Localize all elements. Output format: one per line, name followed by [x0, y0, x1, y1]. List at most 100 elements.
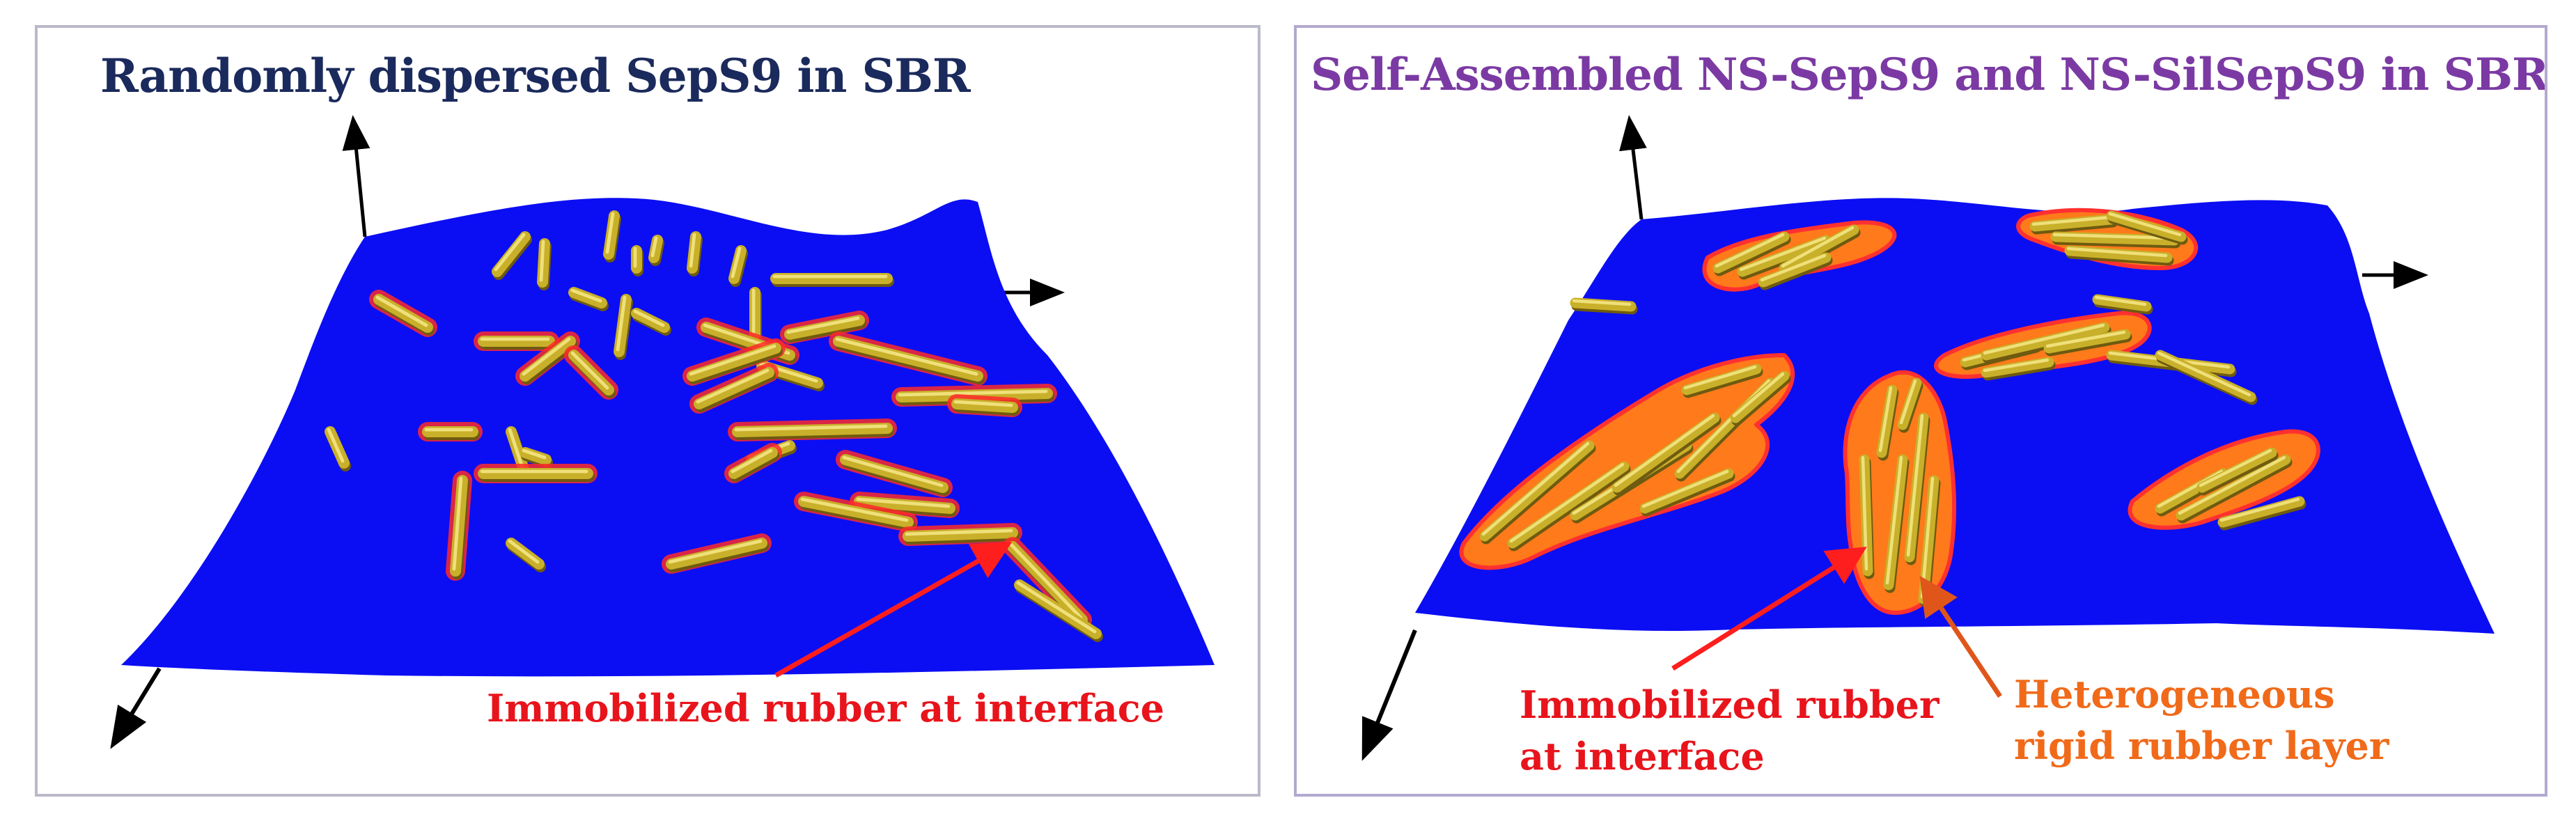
sepiolite-rod	[1897, 377, 1922, 430]
sepiolite-rod	[2217, 496, 2305, 528]
sepiolite-rod	[2064, 245, 2173, 263]
left-scene	[110, 115, 1215, 749]
immobilized-arrow	[1671, 547, 1867, 671]
rod-highlight	[1009, 542, 1083, 620]
sepiolite-rod	[2106, 210, 2187, 242]
rod-highlight	[668, 539, 763, 564]
sepiolite-rod	[728, 447, 778, 479]
rigid-label-line2: rigid rubber layer	[2014, 724, 2389, 768]
sepiolite-rod	[798, 496, 914, 528]
sepiolite-rod	[1876, 384, 1898, 458]
rod-highlight	[1983, 358, 2050, 373]
sepiolite-rod	[687, 343, 781, 382]
rod-highlight	[452, 476, 463, 571]
sepiolite-rod	[1570, 297, 1637, 312]
rod-highlight	[786, 316, 860, 334]
rigid-layer-arrow	[1919, 575, 2002, 698]
rod-highlight	[1885, 455, 1903, 585]
rod-highlight	[1878, 386, 1893, 453]
rod-highlight	[953, 400, 1013, 407]
rod-highlight	[734, 424, 888, 432]
rod-highlight	[2178, 455, 2286, 515]
rod-highlight	[898, 389, 1048, 397]
axis-z	[342, 115, 370, 237]
axis-y	[1361, 629, 1417, 761]
sepiolite-rod	[728, 245, 747, 284]
right-panel: Self-Assembled NS-SepS9 and NS-SilSepS9 …	[1294, 25, 2547, 797]
rod-highlight	[2157, 351, 2251, 397]
rigid-domain-large-left	[1459, 353, 1795, 570]
rubber-surface	[1415, 198, 2495, 634]
sepiolite-rod	[648, 235, 663, 263]
sepiolite-rod	[784, 315, 865, 340]
sepiolite-rod	[854, 496, 955, 514]
rod-highlight	[539, 240, 545, 282]
rod-highlight	[1739, 236, 1827, 272]
annotation-arrow	[774, 542, 1013, 678]
rod-highlight	[842, 455, 944, 487]
rod-highlight	[1732, 372, 1785, 418]
rod-highlight	[1715, 233, 1785, 268]
rod-highlight	[1614, 414, 1715, 487]
sepiolite-rod	[1479, 440, 1595, 542]
rod-highlight	[2045, 330, 2126, 348]
sepiolite-rod	[833, 336, 983, 382]
rod-highlight	[731, 247, 742, 279]
rigid-rubber-layer-label: Heterogeneous rigid rubber layer	[2014, 668, 2389, 772]
sepiolite-rod	[2176, 454, 2291, 521]
rod-highlight	[508, 539, 540, 564]
rod-highlight	[1781, 226, 1855, 268]
immobilized-rubber-label: Immobilized rubber at interface	[1520, 679, 1939, 782]
sepiolite-rod	[1904, 412, 1929, 563]
sepiolite-rod	[2043, 329, 2131, 354]
left-panel: Randomly dispersed SepS9 in SBR Immobili…	[35, 25, 1260, 797]
random-rods	[325, 210, 1103, 642]
sepiolite-rod	[666, 538, 767, 570]
axis-y	[110, 667, 162, 749]
sepiolite-rod	[896, 388, 1053, 402]
rod-highlight	[2219, 497, 2300, 522]
rod-highlight	[2199, 448, 2272, 487]
sepiolite-rod	[2029, 214, 2117, 232]
axis-z	[1619, 115, 1647, 220]
rod-highlight	[835, 337, 978, 376]
sepiolite-rod	[903, 527, 1018, 542]
sepiolite-rod	[1507, 461, 1630, 549]
rod-highlight	[1683, 365, 1757, 390]
sepiolite-rod	[1730, 370, 1790, 423]
rod-highlight	[375, 295, 428, 327]
sepiolite-rod	[1737, 235, 1832, 277]
rigid-label-line1: Heterogeneous	[2014, 672, 2335, 717]
sepiolite-rod	[1883, 454, 1908, 591]
left-panel-title: Randomly dispersed SepS9 in SBR	[100, 49, 971, 103]
rod-highlight	[327, 428, 345, 463]
right-panel-title: Self-Assembled NS-SepS9 and NS-SilSepS9 …	[1311, 49, 2547, 101]
immobilized-label-line2: at interface	[1520, 734, 1765, 779]
rod-highlight	[1572, 299, 1632, 306]
immobilized-label-line1: Immobilized rubber	[1520, 682, 1939, 727]
rod-highlight	[522, 448, 547, 460]
rod-highlight	[689, 233, 696, 268]
rod-highlight	[522, 337, 571, 376]
rod-highlight	[696, 368, 770, 404]
rod-highlight	[633, 309, 665, 327]
sepiolite-rod	[694, 367, 774, 409]
rod-highlight	[605, 212, 615, 254]
rod-highlight	[731, 448, 773, 474]
sepiolite-rod	[603, 210, 620, 260]
rod-highlight	[1760, 253, 1827, 282]
rod-highlight	[616, 295, 627, 352]
rod-highlight	[2052, 233, 2175, 240]
rod-highlight	[1016, 581, 1097, 634]
aligned-rods	[1479, 210, 2306, 607]
sepiolite-rod	[1639, 468, 1734, 514]
sepiolite-rod	[2050, 231, 2180, 246]
sepiolite-rod	[1981, 357, 2054, 378]
rod-highlight	[1481, 441, 1590, 536]
rod-highlight	[1906, 414, 1924, 557]
sepiolite-rod	[1758, 252, 1832, 288]
rod-highlight	[2094, 295, 2147, 306]
sepiolite-rod	[951, 398, 1018, 413]
rod-highlight	[1983, 323, 2105, 355]
rod-highlight	[905, 529, 1013, 536]
